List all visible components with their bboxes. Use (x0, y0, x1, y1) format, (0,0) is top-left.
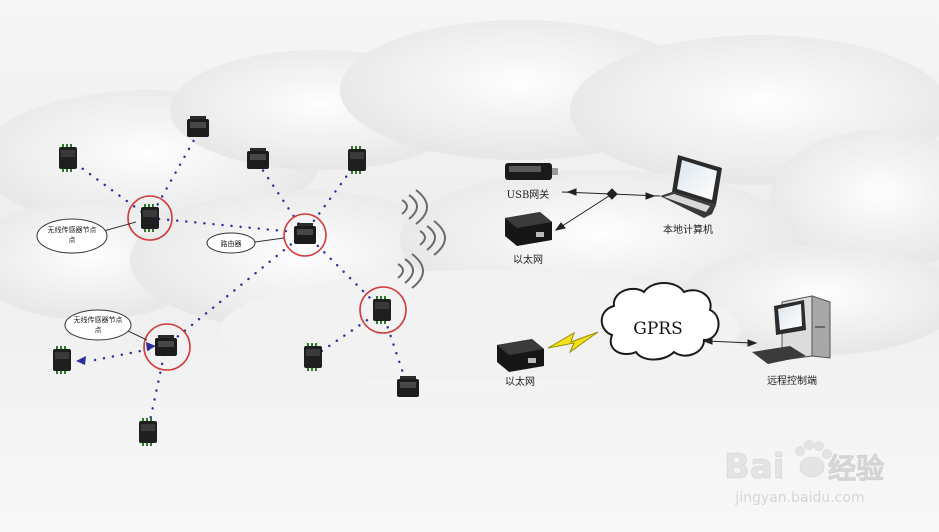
baidu-watermark: Bai 经验 jingyan.baidu.com (724, 440, 884, 506)
mesh-links (66, 131, 410, 432)
highlight-rings (127, 195, 407, 371)
lightning-bolt-icon (547, 331, 599, 354)
svg-text:点: 点 (69, 236, 76, 244)
sensor-device-icon (59, 144, 77, 172)
ethernet-adapter-icon (497, 339, 544, 372)
ethernet-adapter-icon (505, 212, 552, 246)
arrow-heads (76, 342, 156, 365)
sensor-device-icon (348, 146, 366, 174)
sensor-device-icon (304, 343, 322, 371)
laptop-icon (660, 155, 722, 218)
sensor-device-icon (155, 335, 177, 356)
junction-diamond (606, 188, 618, 200)
callout-router: 路由器 (206, 232, 285, 254)
sensor-device-icon (397, 376, 419, 397)
wireless-node-label: 无线传感器节点 (48, 225, 97, 234)
sensor-device-icon (139, 418, 157, 446)
cloud-background (0, 20, 939, 390)
router-device-icon (294, 223, 316, 244)
ethernet-bottom-label: 以太网 (505, 375, 535, 388)
remote-control-label: 远程控制端 (767, 374, 817, 387)
sensor-device-icon (247, 148, 269, 169)
sensor-device-icon (187, 116, 209, 137)
link (93, 344, 168, 362)
watermark-brand-cn: 经验 (828, 452, 884, 485)
sensor-device-icon (141, 204, 159, 232)
remote-link (702, 337, 758, 347)
callout-wireless-node-2: 无线传感器节点 点 (64, 309, 148, 341)
link (148, 131, 200, 220)
router-label: 路由器 (221, 239, 242, 248)
callout-wireless-node-1: 无线传感器节点 点 (36, 218, 137, 254)
wireless-waves (397, 189, 446, 289)
desktop-computer-icon (752, 295, 831, 364)
usb-gateway-label: USB网关 (507, 188, 550, 201)
sensor-device-icon (373, 296, 391, 324)
ethernet-top-label: 以太网 (513, 253, 543, 266)
local-computer-label: 本地计算机 (663, 223, 713, 236)
paw-icon (795, 440, 832, 478)
link (303, 160, 359, 235)
usb-gateway-icon (505, 163, 558, 180)
wireless-node-label: 无线传感器节点 (74, 315, 123, 324)
link (303, 231, 384, 312)
gprs-label: GPRS (633, 319, 682, 339)
sensor-device-icon (53, 346, 71, 374)
local-links (554, 188, 661, 231)
watermark-url: jingyan.baidu.com (734, 490, 864, 506)
watermark-brand: Bai (724, 447, 785, 487)
svg-text:点: 点 (95, 326, 102, 334)
gprs-cloud: GPRS (600, 282, 720, 361)
